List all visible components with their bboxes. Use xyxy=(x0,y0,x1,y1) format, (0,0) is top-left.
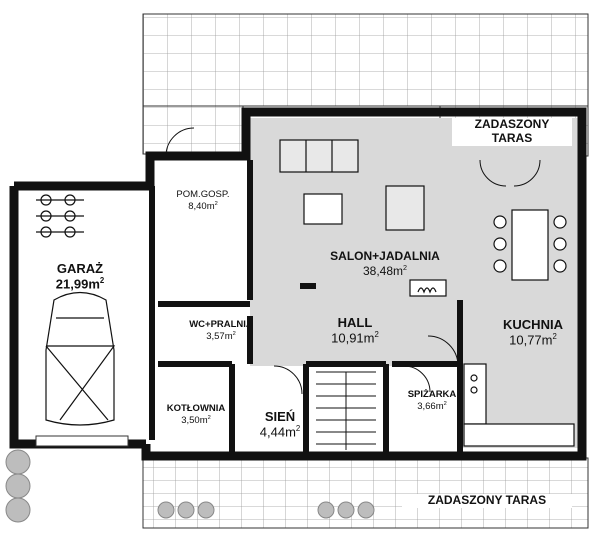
room-salon: SALON+JADALNIA 38,48m2 xyxy=(300,249,470,279)
terrace-bottom-text: ZADASZONY TARAS xyxy=(427,493,547,507)
room-spizarka: SPIŻARKA 3,66m2 xyxy=(394,389,470,413)
plants xyxy=(5,449,375,523)
inner-walls xyxy=(149,160,463,456)
garage-door xyxy=(35,435,129,447)
terrace-top-line1: ZADASZONY xyxy=(474,117,550,131)
pom-gosp-area: 8,40m2 xyxy=(188,200,218,213)
room-hall: HALL 10,91m2 xyxy=(310,315,400,346)
hall-name: HALL xyxy=(337,315,373,330)
kitchen-counter xyxy=(463,363,575,447)
fireplace xyxy=(409,279,447,297)
kotlownia-name: KOTŁOWNIA xyxy=(166,403,226,414)
garaz-name: GARAŻ xyxy=(56,261,104,276)
room-kuchnia: KUCHNIA 10,77m2 xyxy=(488,317,578,348)
hall-floor xyxy=(250,286,460,366)
terrace-top-label: ZADASZONY TARAS xyxy=(452,117,572,146)
room-garaz: GARAŻ 21,99m2 xyxy=(44,261,116,292)
room-kotlownia: KOTŁOWNIA 3,50m2 xyxy=(158,403,234,427)
kuchnia-area: 10,77m2 xyxy=(509,331,557,348)
salon-area: 38,48m2 xyxy=(362,262,408,278)
terrace-top-line2: TARAS xyxy=(491,130,533,145)
garaz-area: 21,99m2 xyxy=(55,275,105,292)
sien-name: SIEŃ xyxy=(264,409,296,424)
sien-area: 4,44m2 xyxy=(259,423,301,440)
bikes xyxy=(36,194,84,238)
spizarka-name: SPIŻARKA xyxy=(407,389,457,400)
terrace-bottom-label: ZADASZONY TARAS xyxy=(402,493,572,508)
car xyxy=(45,291,116,426)
room-pom-gosp: POM.GOSP. 8,40m2 xyxy=(158,189,248,213)
pom-gosp-floor xyxy=(158,186,250,304)
pom-gosp-name: POM.GOSP. xyxy=(176,189,230,200)
dining-table xyxy=(493,209,567,281)
wc-area: 3,57m2 xyxy=(206,330,236,343)
wc-name: WC+PRALNIA xyxy=(189,319,253,330)
stairs xyxy=(316,371,376,450)
doors xyxy=(165,127,541,395)
stair-area xyxy=(310,364,386,458)
spizarka-area: 3,66m2 xyxy=(417,400,447,413)
kotlownia-area: 3,50m2 xyxy=(181,414,211,427)
sofa xyxy=(279,139,425,231)
kuchnia-name: KUCHNIA xyxy=(503,317,563,332)
top-terrace xyxy=(142,13,589,107)
salon-name: SALON+JADALNIA xyxy=(330,249,440,263)
room-sien: SIEŃ 4,44m2 xyxy=(244,409,316,440)
room-wc: WC+PRALNIA 3,57m2 xyxy=(176,319,266,343)
hall-area: 10,91m2 xyxy=(331,329,379,346)
